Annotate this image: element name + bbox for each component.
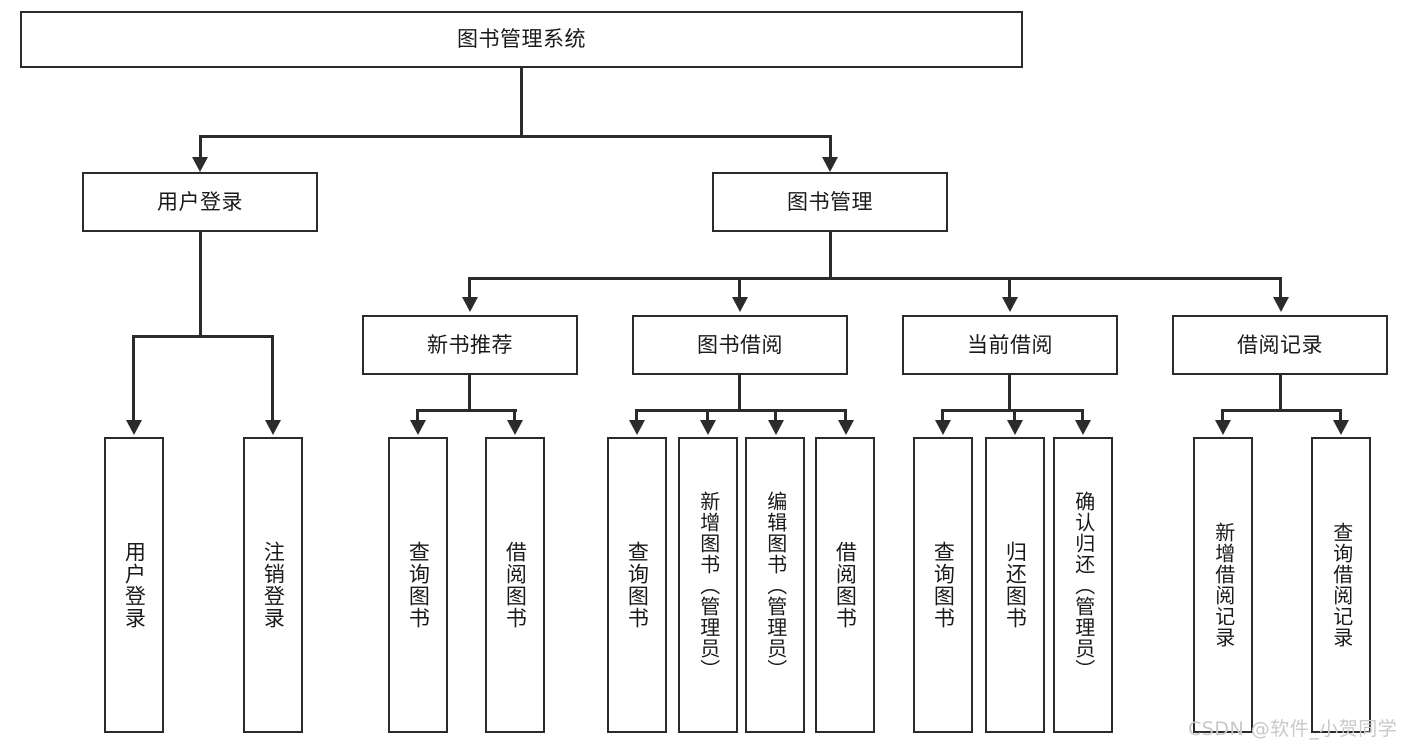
node-label: 新增借阅记录 xyxy=(1211,522,1236,648)
node-book-management[interactable]: 图书管理 xyxy=(712,172,948,232)
leaf-newbook-borrow-book[interactable]: 借阅图书 xyxy=(485,437,545,733)
node-label: 注销登录 xyxy=(261,541,286,629)
arrow-borrowrecord-leaf-2 xyxy=(1333,420,1349,435)
connector-newbook-drop-2 xyxy=(513,409,516,422)
node-borrow-record[interactable]: 借阅记录 xyxy=(1172,315,1388,375)
connector-bookborrow-drop-3 xyxy=(774,409,777,422)
leaf-current-return-book[interactable]: 归还图书 xyxy=(985,437,1045,733)
node-label: 用户登录 xyxy=(157,189,243,214)
node-label: 当前借阅 xyxy=(967,332,1053,357)
node-label: 用户登录 xyxy=(122,541,147,629)
node-new-book-recommend[interactable]: 新书推荐 xyxy=(362,315,578,375)
connector-borrowrecord-bus xyxy=(1222,409,1341,412)
connector-root-to-user-login xyxy=(199,135,202,159)
leaf-record-query-record[interactable]: 查询借阅记录 xyxy=(1311,437,1371,733)
connector-bookborrow-drop-1 xyxy=(635,409,638,422)
connector-user-login-drop-1 xyxy=(132,335,135,422)
arrow-currentborrow-leaf-3 xyxy=(1075,420,1091,435)
node-label: 借阅图书 xyxy=(503,541,528,629)
connector-bookborrow-drop-2 xyxy=(706,409,709,422)
leaf-current-query-book[interactable]: 查询图书 xyxy=(913,437,973,733)
connector-user-login-stem xyxy=(199,232,202,336)
connector-currentborrow-drop-3 xyxy=(1081,409,1084,422)
node-book-borrow[interactable]: 图书借阅 xyxy=(632,315,848,375)
node-user-login[interactable]: 用户登录 xyxy=(82,172,318,232)
connector-root-bus xyxy=(199,135,831,138)
arrow-newbook-leaf-1 xyxy=(410,420,426,435)
arrow-bm-to-book-borrow xyxy=(732,297,748,312)
leaf-borrow-borrow-book[interactable]: 借阅图书 xyxy=(815,437,875,733)
node-label: 图书管理系统 xyxy=(457,27,586,52)
connector-user-login-drop-2 xyxy=(271,335,274,422)
leaf-newbook-query-book[interactable]: 查询图书 xyxy=(388,437,448,733)
connector-newbook-drop-1 xyxy=(416,409,419,422)
connector-bookborrow-drop-4 xyxy=(844,409,847,422)
arrow-currentborrow-leaf-1 xyxy=(935,420,951,435)
node-label: 新书推荐 xyxy=(427,332,513,357)
connector-currentborrow-bus xyxy=(942,409,1083,412)
arrow-bm-to-new-book xyxy=(462,297,478,312)
node-label: 查询图书 xyxy=(625,541,650,629)
node-label: 查询借阅记录 xyxy=(1329,522,1354,648)
arrow-bookborrow-leaf-4 xyxy=(838,420,854,435)
leaf-logout[interactable]: 注销登录 xyxy=(243,437,303,733)
node-label: 借阅记录 xyxy=(1237,332,1323,357)
connector-book-management-bus xyxy=(469,277,1281,280)
connector-book-management-stem xyxy=(829,232,832,278)
connector-user-login-bus xyxy=(133,335,273,338)
node-label: 图书管理 xyxy=(787,189,873,214)
leaf-current-confirm-return-admin[interactable]: 确认归还（管理员） xyxy=(1053,437,1113,733)
node-label: 编辑图书（管理员） xyxy=(763,490,788,680)
connector-newbook-stem xyxy=(468,375,471,411)
node-current-borrow[interactable]: 当前借阅 xyxy=(902,315,1118,375)
arrow-bm-to-current-borrow xyxy=(1002,297,1018,312)
connector-borrowrecord-stem xyxy=(1279,375,1282,411)
arrow-bookborrow-leaf-1 xyxy=(629,420,645,435)
node-label: 图书借阅 xyxy=(697,332,783,357)
arrow-borrowrecord-leaf-1 xyxy=(1215,420,1231,435)
arrow-user-login-leaf-2 xyxy=(265,420,281,435)
node-label: 确认归还（管理员） xyxy=(1071,490,1096,680)
node-label: 查询图书 xyxy=(931,541,956,629)
connector-borrowrecord-drop-2 xyxy=(1339,409,1342,422)
node-label: 查询图书 xyxy=(406,541,431,629)
connector-bm-drop-4 xyxy=(1279,277,1282,299)
arrow-root-to-book-management xyxy=(822,157,838,172)
arrow-newbook-leaf-2 xyxy=(507,420,523,435)
node-label: 借阅图书 xyxy=(833,541,858,629)
connector-bm-drop-3 xyxy=(1008,277,1011,299)
leaf-borrow-add-book-admin[interactable]: 新增图书（管理员） xyxy=(678,437,738,733)
leaf-borrow-edit-book-admin[interactable]: 编辑图书（管理员） xyxy=(745,437,805,733)
connector-currentborrow-drop-2 xyxy=(1013,409,1016,422)
connector-root-stem xyxy=(520,68,523,135)
connector-currentborrow-stem xyxy=(1008,375,1011,411)
leaf-borrow-query-book[interactable]: 查询图书 xyxy=(607,437,667,733)
connector-currentborrow-drop-1 xyxy=(941,409,944,422)
node-label: 归还图书 xyxy=(1003,541,1028,629)
connector-root-to-book-management xyxy=(829,135,832,159)
connector-bm-drop-1 xyxy=(468,277,471,299)
arrow-bm-to-borrow-record xyxy=(1273,297,1289,312)
leaf-record-add-record[interactable]: 新增借阅记录 xyxy=(1193,437,1253,733)
leaf-user-login[interactable]: 用户登录 xyxy=(104,437,164,733)
connector-bookborrow-stem xyxy=(738,375,741,411)
arrow-currentborrow-leaf-2 xyxy=(1007,420,1023,435)
arrow-bookborrow-leaf-3 xyxy=(768,420,784,435)
arrow-root-to-user-login xyxy=(192,157,208,172)
arrow-user-login-leaf-1 xyxy=(126,420,142,435)
connector-borrowrecord-drop-1 xyxy=(1221,409,1224,422)
node-root-system[interactable]: 图书管理系统 xyxy=(20,11,1023,68)
node-label: 新增图书（管理员） xyxy=(696,490,721,680)
connector-bookborrow-bus xyxy=(636,409,846,412)
connector-newbook-bus xyxy=(417,409,517,412)
arrow-bookborrow-leaf-2 xyxy=(700,420,716,435)
connector-bm-drop-2 xyxy=(738,277,741,299)
